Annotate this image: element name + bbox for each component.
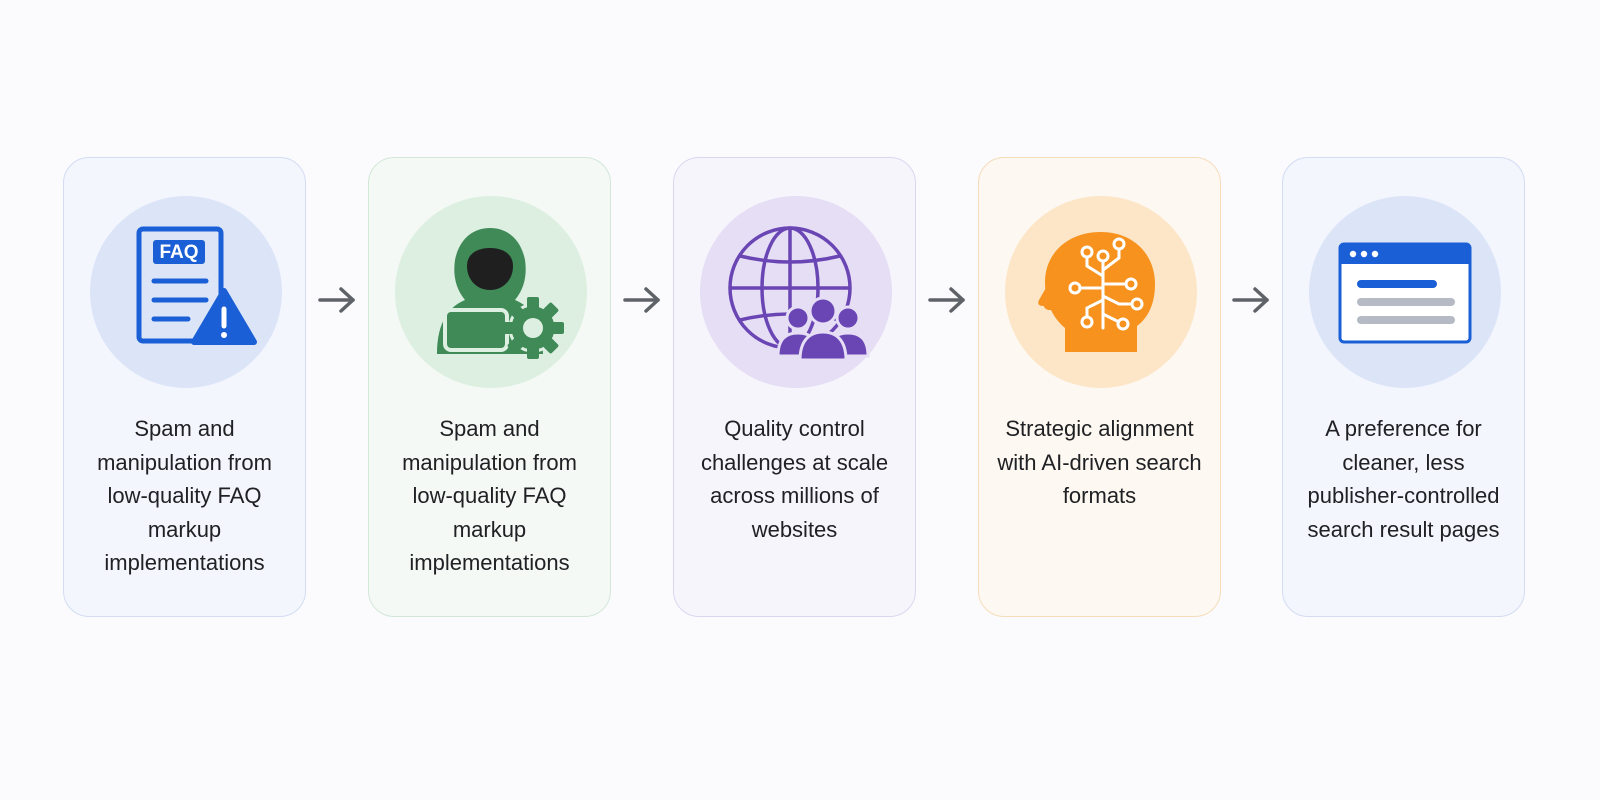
step-card-4: Strategic alignment with AI-driven searc… [978, 157, 1221, 617]
step-icon-circle [1309, 196, 1501, 388]
right-arrow-icon [928, 287, 965, 313]
step-label: A preference for cleaner, less publisher… [1307, 416, 1500, 542]
step-card-3: Quality control challenges at scale acro… [673, 157, 916, 617]
step-card-2: Spam and manipulation from low-quality F… [368, 157, 611, 617]
faq-icon-text: FAQ [159, 242, 198, 263]
step-icon-circle [395, 196, 587, 388]
right-arrow-icon [318, 287, 355, 313]
step-icon-circle [1005, 196, 1197, 388]
hooded-hacker-laptop-gear-icon [437, 228, 564, 359]
step-card-1: FAQ Spam and manipulation from low-quali… [63, 157, 306, 617]
step-label: Strategic alignment with AI-driven searc… [997, 416, 1202, 508]
right-arrow-icon [623, 287, 660, 313]
step-label: Spam and manipulation from low-quality F… [402, 416, 577, 575]
step-card-5: A preference for cleaner, less publisher… [1282, 157, 1525, 617]
right-arrow-icon [1232, 287, 1269, 313]
step-icon-circle [700, 196, 892, 388]
step-icon-circle: FAQ [90, 196, 282, 388]
step-label: Spam and manipulation from low-quality F… [97, 416, 272, 575]
globe-users-icon [728, 226, 870, 362]
browser-window-icon [1338, 242, 1472, 344]
step-label: Quality control challenges at scale acro… [700, 416, 889, 542]
ai-brain-head-icon [1038, 232, 1155, 352]
faq-warning-icon: FAQ [136, 226, 257, 345]
